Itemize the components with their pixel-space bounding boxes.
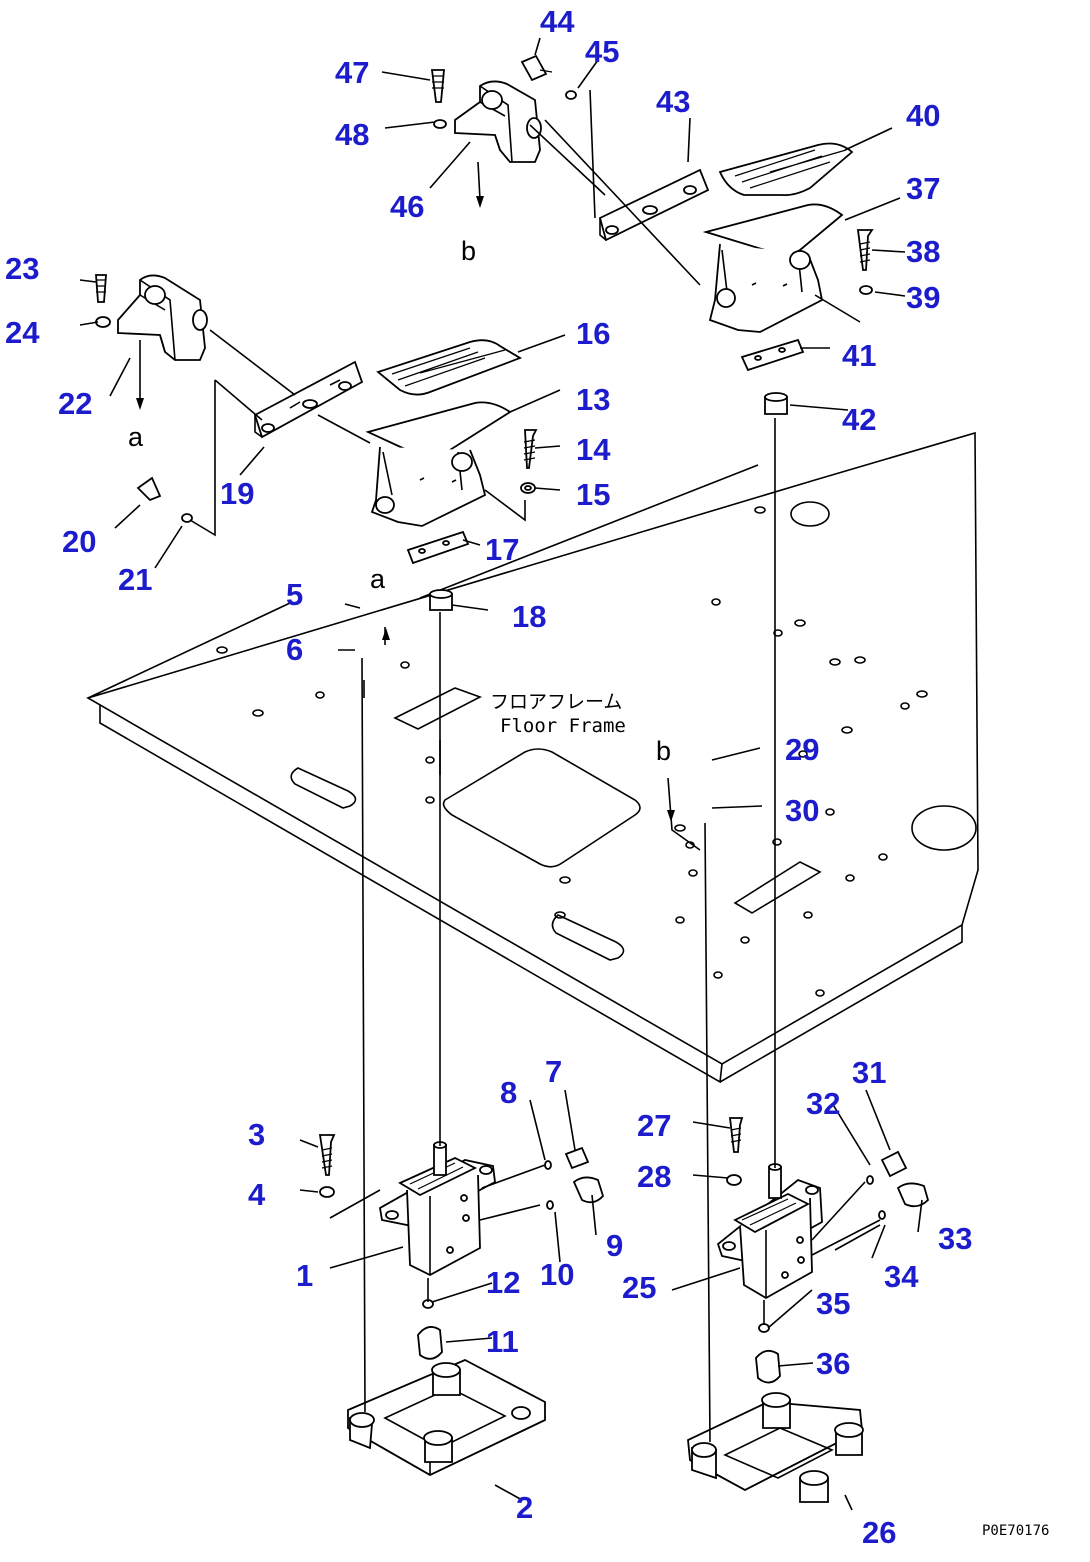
callout-39: 39 [906, 280, 940, 315]
callout-7: 7 [545, 1054, 562, 1089]
callout-2: 2 [516, 1490, 533, 1525]
callout-31: 31 [852, 1055, 886, 1090]
callout-27: 27 [637, 1108, 671, 1143]
ref-letter-a-left: a [128, 422, 144, 452]
callout-41: 41 [842, 338, 876, 373]
callout-32: 32 [806, 1086, 840, 1121]
callout-13: 13 [576, 382, 610, 417]
callout-38: 38 [906, 234, 940, 269]
callout-numbers: 1 2 3 4 5 6 7 8 9 10 11 12 13 14 15 16 1… [5, 4, 972, 1550]
ref-letter-a-mid: a [370, 564, 386, 594]
ref-letter-b-top: b [461, 236, 476, 266]
callout-14: 14 [576, 432, 611, 467]
callout-20: 20 [62, 524, 96, 559]
callout-leaders [79, 37, 923, 1511]
callout-24: 24 [5, 315, 40, 350]
callout-21: 21 [118, 562, 152, 597]
connection-lines [139, 89, 881, 1443]
callout-47: 47 [335, 55, 369, 90]
right-valve-unit [687, 1117, 930, 1503]
ref-letter-b-mid: b [656, 736, 671, 766]
callout-35: 35 [816, 1286, 850, 1321]
callout-28: 28 [637, 1159, 671, 1194]
callout-12: 12 [486, 1265, 520, 1300]
callout-29: 29 [785, 732, 819, 767]
callout-9: 9 [606, 1228, 623, 1263]
frame-label-en: Floor Frame [500, 715, 626, 737]
callout-8: 8 [500, 1075, 517, 1110]
direction-arrows [136, 196, 675, 822]
callout-34: 34 [884, 1259, 919, 1294]
callout-44: 44 [540, 4, 575, 39]
left-valve-unit [318, 1134, 605, 1477]
callout-23: 23 [5, 251, 39, 286]
callout-30: 30 [785, 793, 819, 828]
callout-37: 37 [906, 171, 940, 206]
callout-40: 40 [906, 98, 940, 133]
floor-frame: フロアフレーム Floor Frame [85, 431, 979, 1084]
callout-25: 25 [622, 1270, 656, 1305]
callout-42: 42 [842, 402, 876, 437]
callout-33: 33 [938, 1221, 972, 1256]
callout-11: 11 [486, 1324, 519, 1359]
callout-6: 6 [286, 632, 303, 667]
callout-1: 1 [296, 1258, 313, 1293]
reference-letters: b a a b [128, 236, 671, 766]
callout-18: 18 [512, 599, 546, 634]
callout-10: 10 [540, 1257, 574, 1292]
callout-16: 16 [576, 316, 610, 351]
callout-46: 46 [390, 189, 424, 224]
callout-15: 15 [576, 477, 610, 512]
callout-45: 45 [585, 34, 619, 69]
callout-17: 17 [485, 532, 519, 567]
callout-3: 3 [248, 1117, 265, 1152]
left-pedal-assembly [95, 274, 538, 611]
callout-5: 5 [286, 577, 303, 612]
callout-36: 36 [816, 1346, 850, 1381]
frame-label-jp: フロアフレーム [490, 691, 622, 713]
callout-43: 43 [656, 84, 690, 119]
drawing-code: P0E70176 [982, 1523, 1049, 1539]
callout-4: 4 [248, 1177, 266, 1212]
right-pedal-assembly [430, 54, 874, 415]
callout-22: 22 [58, 386, 92, 421]
callout-19: 19 [220, 476, 254, 511]
callout-26: 26 [862, 1515, 896, 1550]
callout-48: 48 [335, 117, 369, 152]
